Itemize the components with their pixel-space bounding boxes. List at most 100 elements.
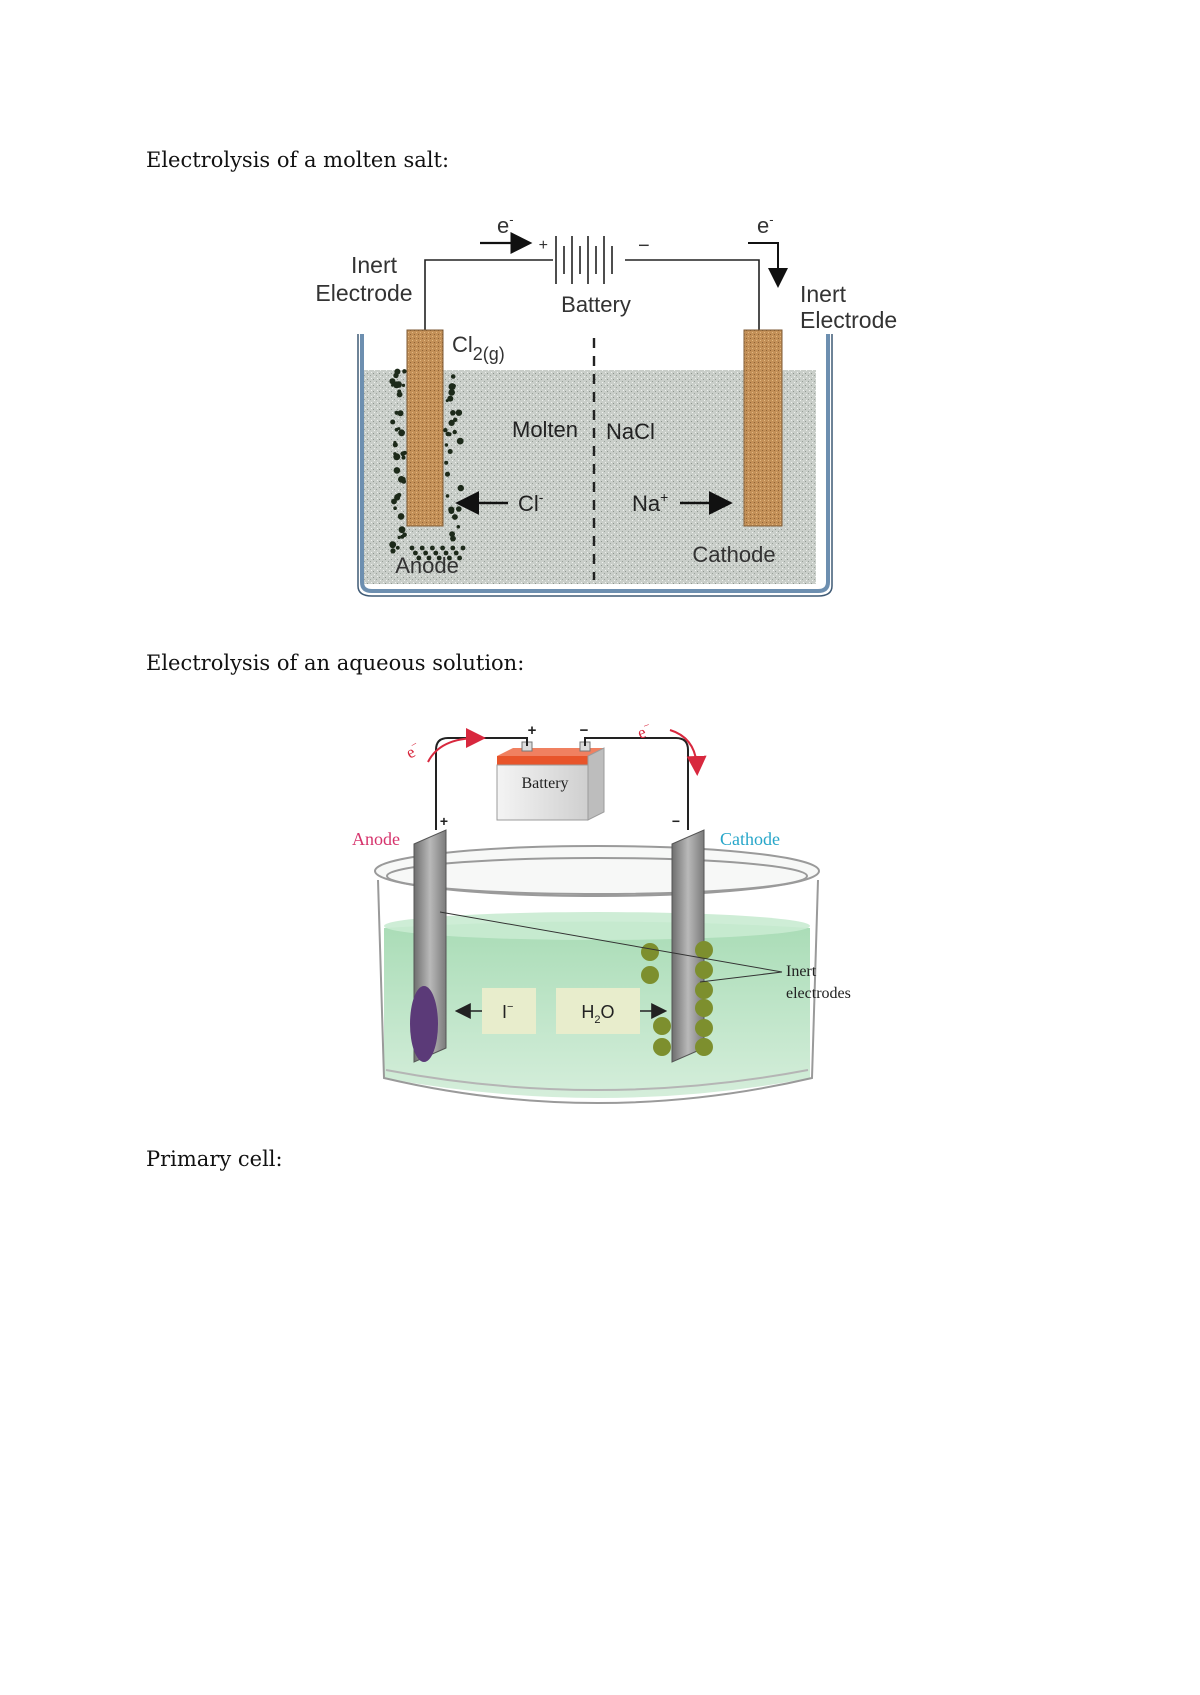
chlorine-bubble [455, 409, 463, 416]
chlorine-bubble [444, 443, 449, 447]
chlorine-bubble [391, 383, 394, 387]
anode-plus-sign: + [440, 813, 448, 829]
aqueous-wire-left [435, 737, 528, 830]
chlorine-bubble [433, 550, 439, 556]
chlorine-bubble [398, 429, 405, 437]
chlorine-bubble [402, 532, 407, 538]
aqueous-wire-right [584, 737, 689, 830]
hydrogen-bubbles [641, 941, 713, 1056]
chlorine-bubble [409, 545, 415, 551]
chlorine-bubbles [389, 368, 466, 561]
chlorine-bubble [450, 535, 456, 542]
heading-aqueous-solution: Electrolysis of an aqueous solution: [146, 651, 525, 675]
aqueous-battery-label: Battery [521, 775, 568, 792]
chlorine-bubble [453, 550, 459, 556]
inert-pointer-lines [439, 911, 783, 983]
chlorine-bubble [395, 545, 400, 550]
molten-label: Molten [512, 417, 578, 442]
chlorine-bubble [393, 440, 397, 445]
chlorine-bubble [449, 384, 454, 388]
molten-container [360, 334, 830, 593]
electron-right-arrow [748, 242, 788, 288]
chlorine-bubble [460, 545, 466, 551]
chlorine-bubble [445, 471, 450, 477]
gas-bubble [653, 1038, 671, 1056]
nacl-label: NaCl [606, 419, 655, 444]
chlorine-bubble [447, 449, 453, 454]
gas-bubble [695, 981, 713, 999]
chlorine-bubble [394, 427, 399, 432]
chlorine-bubble [398, 476, 405, 483]
chlorine-bubble [423, 550, 428, 556]
chlorine-bubble [396, 391, 403, 398]
chlorine-bubble [440, 545, 445, 551]
water-label: H2O [581, 1002, 614, 1026]
anode-label: Anode [395, 553, 459, 578]
chlorine-bubble [397, 513, 405, 520]
chlorine-bubble [389, 541, 397, 549]
chlorine-bubble [389, 378, 396, 385]
battery-minus-sign: − [638, 235, 650, 257]
heading-primary-cell: Primary cell: [146, 1147, 283, 1171]
chlorine-bubble [430, 545, 435, 551]
electron-right-label: e− [635, 719, 655, 743]
chlorine-bubble [452, 514, 458, 520]
chlorine-bubble [419, 545, 425, 551]
chloride-ion-label: Cl- [518, 489, 544, 516]
gas-bubble [695, 1038, 713, 1056]
chlorine-bubble [447, 555, 452, 561]
chlorine-bubble [444, 460, 449, 465]
chlorine-gas-label: Cl2(g) [452, 332, 505, 364]
iodide-label: I− [502, 1001, 513, 1022]
chlorine-bubble [450, 374, 456, 379]
gas-bubble [695, 999, 713, 1017]
chlorine-bubble [448, 506, 455, 513]
chlorine-bubble [450, 410, 456, 416]
battery-symbol [555, 236, 613, 284]
chlorine-bubble [393, 467, 401, 474]
chlorine-bubble [445, 399, 449, 403]
chlorine-bubble [399, 526, 404, 530]
chlorine-bubble [448, 389, 456, 396]
chlorine-bubble [456, 525, 461, 529]
chlorine-bubble [443, 428, 448, 433]
cathode-label: Cathode [692, 542, 775, 567]
chlorine-bubble [447, 395, 454, 402]
chlorine-bubble [449, 531, 455, 537]
chlorine-bubble [450, 545, 456, 551]
chlorine-bubble [400, 451, 406, 457]
chlorine-bubble [393, 506, 397, 511]
chlorine-bubble [390, 548, 396, 554]
gas-bubble [641, 966, 659, 984]
gas-bubble [641, 943, 659, 961]
battery-terminal-plus: + [528, 722, 537, 739]
chlorine-bubble [401, 455, 406, 460]
gas-bubble [695, 941, 713, 959]
chlorine-bubble [393, 381, 400, 389]
iodide-box [482, 988, 536, 1034]
chlorine-bubble [426, 555, 432, 561]
anode-electrode [406, 329, 444, 527]
chlorine-bubble [453, 417, 458, 422]
chlorine-bubble [397, 535, 401, 540]
chlorine-bubble [445, 494, 450, 498]
chlorine-bubble [393, 453, 401, 461]
chlorine-bubble [391, 498, 397, 505]
gas-bubble [653, 1017, 671, 1035]
cathode-electrode [743, 329, 783, 527]
battery-plus-sign: + [539, 237, 548, 254]
battery-label: Battery [561, 292, 631, 317]
battery-terminal-minus: − [580, 722, 589, 739]
chlorine-bubble [447, 432, 452, 437]
aqueous-anode-label: Anode [352, 829, 400, 849]
chlorine-bubble [402, 369, 407, 374]
chlorine-bubble [448, 419, 455, 426]
battery-box [496, 741, 605, 821]
electron-right: e- [757, 212, 774, 238]
electron-flow-right [669, 729, 707, 776]
aqueous-cathode-label: Cathode [720, 829, 780, 849]
